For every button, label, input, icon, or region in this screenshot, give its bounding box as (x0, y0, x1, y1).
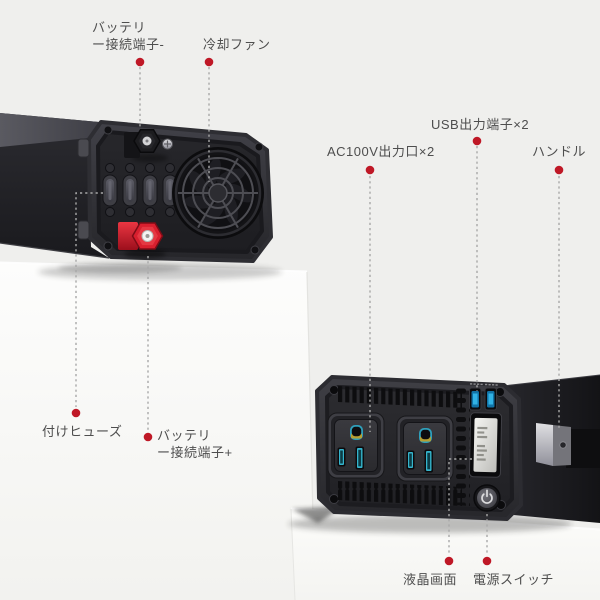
corner-screws (103, 125, 264, 255)
label-line: バッテリ (92, 20, 147, 35)
leader-markers (71, 57, 564, 566)
ac-outlet-left (327, 412, 385, 479)
usb-label-marks (470, 383, 498, 386)
battery-terminal-negative (124, 128, 168, 162)
bottom-vents (337, 481, 462, 506)
lcd-digits (476, 426, 488, 461)
label-cooling-fan: 冷却ファン (203, 37, 271, 52)
label-handle: ハンドル (532, 144, 587, 159)
fuse (102, 163, 118, 217)
panel-clip-bottom (77, 220, 90, 240)
label-battery-terminal-minus: バッテリ ー接続端子- (92, 19, 164, 53)
label-power-switch: 電源スイッチ (473, 572, 555, 587)
label-line: ー接続端子+ (157, 445, 233, 460)
marker-usb (472, 136, 482, 146)
usb-port-1 (469, 387, 482, 411)
power-icon (481, 489, 493, 504)
label-line: ー接続端子- (92, 37, 165, 52)
marker-battery-minus (135, 57, 145, 67)
usb-ports (469, 383, 498, 411)
marker-handle (554, 165, 564, 175)
marker-power-switch (482, 556, 492, 566)
panel-clip-top (77, 138, 90, 158)
panel-screw-silver (162, 138, 173, 150)
handle-screw (559, 441, 567, 449)
side-vent-dashes (455, 387, 470, 506)
battery-terminal-positive (118, 222, 166, 259)
lcd-screen (468, 412, 503, 478)
top-vents (338, 386, 462, 408)
label-usb-outputs: USB出力端子×2 (431, 117, 530, 132)
ac-outlet-right (396, 415, 454, 482)
label-battery-terminal-plus: バッテリ ー接続端子+ (157, 427, 233, 461)
marker-fuse (71, 408, 81, 418)
label-ac100v-outlets: AC100V出力口×2 (327, 144, 435, 159)
label-lcd-screen: 液晶画面 (403, 572, 458, 587)
fuse (142, 163, 158, 217)
leader-fuse (75, 192, 103, 407)
leader-lines (75, 67, 560, 555)
power-button (473, 484, 501, 512)
marker-ac-outlets (365, 165, 375, 175)
inverter-front-view (315, 374, 600, 523)
cooling-fan (172, 147, 264, 239)
marker-lcd (444, 556, 454, 566)
pedestal-box-left (0, 261, 316, 600)
label-line: バッテリ (157, 428, 212, 443)
fan-grille (178, 157, 258, 229)
leader-lcd (448, 458, 472, 555)
marker-battery-plus (143, 432, 153, 442)
usb-port-2 (484, 387, 497, 411)
handle (536, 423, 600, 468)
marker-cooling-fan (204, 57, 214, 67)
label-fuse: 付けヒューズ (42, 424, 123, 439)
inverter-back-view (0, 113, 273, 263)
fuse (122, 163, 138, 217)
